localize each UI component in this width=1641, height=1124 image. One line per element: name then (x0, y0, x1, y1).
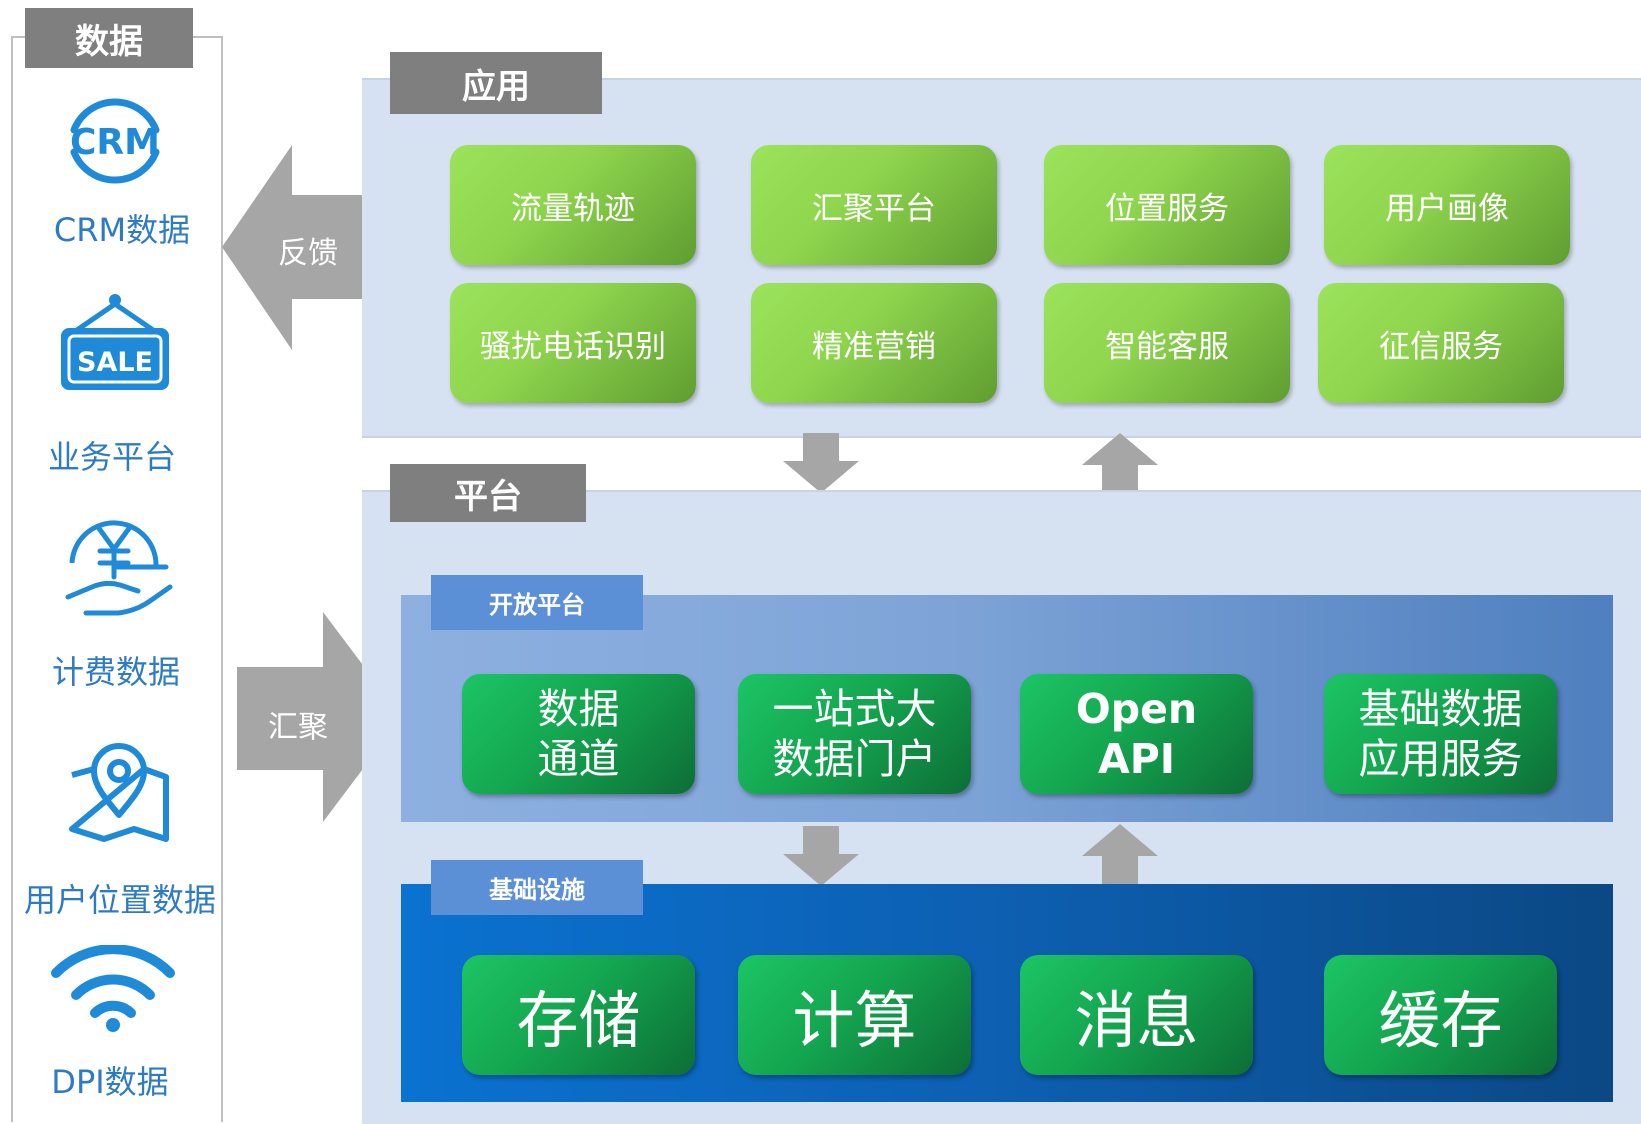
app-box-label: 汇聚平台 (812, 190, 936, 227)
app-box-smart-service[interactable]: 智能客服 (1044, 283, 1290, 403)
infrastructure-title: 基础设施 (489, 876, 585, 904)
open-box-basic-data-service[interactable]: 基础数据应用服务 (1324, 674, 1557, 794)
infra-box-label: 存储 (516, 984, 641, 1057)
app-box-credit-service[interactable]: 征信服务 (1318, 283, 1564, 403)
app-box-aggregation-platform[interactable]: 汇聚平台 (751, 145, 997, 265)
data-title-tag: 数据 (25, 8, 193, 68)
aggregate-label: 汇聚 (268, 710, 328, 745)
app-box-user-profile[interactable]: 用户画像 (1324, 145, 1570, 265)
data-title: 数据 (75, 21, 143, 62)
feedback-arrow (222, 145, 362, 350)
infra-box-cache[interactable]: 缓存 (1324, 955, 1557, 1075)
open-box-line2: 数据门户 (772, 735, 937, 783)
app-box-label: 骚扰电话识别 (480, 328, 666, 365)
app-box-label: 精准营销 (812, 328, 936, 365)
aggregate-arrow (237, 612, 402, 822)
billing-yen-icon (58, 505, 178, 620)
app-box-label: 智能客服 (1105, 328, 1229, 365)
infra-box-message[interactable]: 消息 (1020, 955, 1253, 1075)
infra-box-label: 计算 (792, 984, 917, 1057)
open-box-bigdata-portal[interactable]: 一站式大数据门户 (738, 674, 971, 794)
crm-icon: CRM (60, 85, 170, 195)
open-box-line2: API (1097, 735, 1176, 783)
app-box-label: 位置服务 (1105, 190, 1229, 227)
wifi-icon (48, 945, 178, 1035)
infra-box-storage[interactable]: 存储 (462, 955, 695, 1075)
left-label-billing: 计费数据 (51, 653, 180, 691)
app-box-label: 征信服务 (1379, 328, 1503, 365)
open-box-line2: 应用服务 (1358, 735, 1523, 783)
infra-box-label: 缓存 (1378, 984, 1503, 1057)
up-arrow-icon (1082, 433, 1158, 493)
sale-icon-text: SALE (77, 347, 153, 378)
infrastructure-tag: 基础设施 (431, 860, 643, 915)
left-label-location: 用户位置数据 (23, 881, 216, 919)
infra-box-compute[interactable]: 计算 (738, 955, 971, 1075)
platform-title: 平台 (454, 476, 522, 517)
left-label-business: 业务平台 (47, 438, 176, 476)
app-box-location-service[interactable]: 位置服务 (1044, 145, 1290, 265)
application-title-tag: 应用 (390, 52, 602, 114)
open-platform-tag: 开放平台 (431, 575, 643, 630)
open-box-data-channel[interactable]: 数据通道 (462, 674, 695, 794)
open-box-line1: 数据 (537, 685, 620, 733)
sale-sign-icon: SALE (55, 292, 175, 398)
app-box-precision-marketing[interactable]: 精准营销 (751, 283, 997, 403)
down-arrow-icon (783, 433, 859, 493)
crm-icon-text: CRM (70, 122, 160, 163)
open-box-line1: 一站式大 (772, 685, 937, 733)
app-box-label: 流量轨迹 (511, 190, 635, 227)
app-box-traffic-track[interactable]: 流量轨迹 (450, 145, 696, 265)
app-box-label: 用户画像 (1385, 190, 1509, 227)
left-label-dpi: DPI数据 (51, 1063, 169, 1101)
down-arrow-icon (783, 826, 859, 886)
open-platform-title: 开放平台 (489, 591, 585, 619)
platform-title-tag: 平台 (390, 464, 586, 522)
infra-box-label: 消息 (1074, 984, 1199, 1057)
open-box-line2: 通道 (537, 735, 620, 783)
up-arrow-icon (1082, 824, 1158, 884)
open-box-line1: Open (1075, 685, 1198, 733)
feedback-label: 反馈 (278, 236, 338, 271)
app-box-harassment-call[interactable]: 骚扰电话识别 (450, 283, 696, 403)
left-label-crm: CRM数据 (53, 211, 191, 249)
location-map-icon (64, 735, 174, 845)
open-box-line1: 基础数据 (1358, 685, 1523, 733)
application-title: 应用 (462, 66, 530, 107)
